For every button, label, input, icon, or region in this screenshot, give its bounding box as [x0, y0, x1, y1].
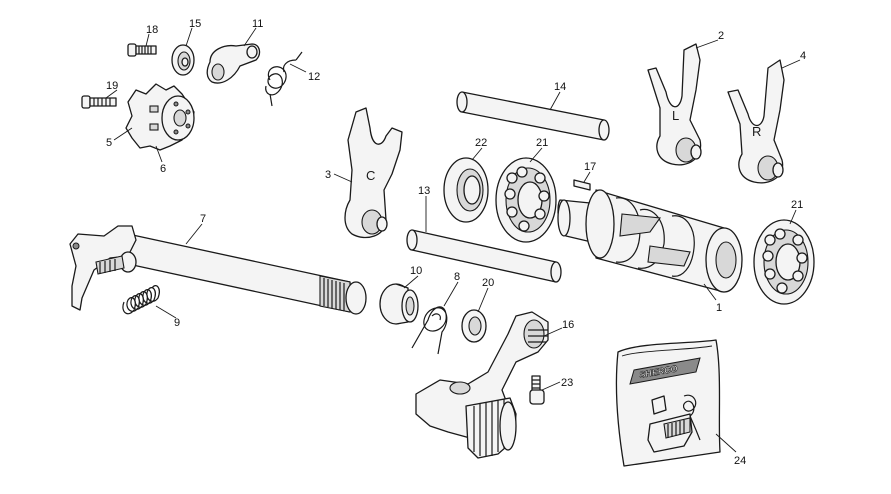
- bushing-15: [171, 44, 195, 76]
- lever-11: [206, 43, 261, 84]
- label-3: 3: [325, 169, 331, 181]
- label-24: 24: [734, 455, 746, 467]
- label-6: 6: [160, 163, 166, 175]
- fork-2-left: L: [647, 43, 702, 166]
- spring-12: [265, 51, 303, 107]
- label-1: 1: [716, 302, 722, 314]
- selector-drum-1: [557, 189, 743, 293]
- label-7: 7: [200, 213, 206, 225]
- bolt-23: [529, 375, 545, 405]
- shaft-14: [456, 91, 610, 141]
- washer-20: [461, 309, 487, 343]
- label-11: 11: [252, 18, 263, 30]
- label-21-right: 21: [791, 199, 803, 211]
- selector-star-5-6: [125, 83, 195, 151]
- bushing-10: [379, 283, 419, 325]
- callout-labels: 18 15 11 12 19 5 6 14 2 4 3 22 21 17 21 …: [106, 18, 806, 467]
- fork-3-center: C: [344, 107, 403, 239]
- bolt-19: [81, 95, 117, 109]
- label-4: 4: [800, 50, 806, 62]
- spring-8: [411, 306, 448, 355]
- pin-17: [573, 179, 591, 191]
- label-19: 19: [106, 80, 118, 92]
- label-17: 17: [584, 161, 596, 173]
- label-20: 20: [482, 277, 494, 289]
- label-5: 5: [106, 137, 112, 149]
- shift-shaft-7: [69, 225, 367, 315]
- label-8: 8: [454, 271, 460, 283]
- label-18: 18: [146, 24, 158, 36]
- label-22: 22: [475, 137, 487, 149]
- label-21-center: 21: [536, 137, 548, 149]
- bearing-21-right: [753, 219, 815, 305]
- label-10: 10: [410, 265, 422, 277]
- leader-lines: [105, 27, 801, 453]
- fork-mark-left: L: [672, 108, 679, 123]
- fork-mark-right: R: [752, 124, 761, 139]
- label-15: 15: [189, 18, 201, 30]
- label-14: 14: [554, 81, 566, 93]
- bearing-21-center: [495, 157, 557, 243]
- bolt-18: [127, 43, 157, 57]
- shaft-13: [406, 229, 562, 283]
- spring-9: [122, 285, 160, 315]
- label-9: 9: [174, 317, 180, 329]
- label-23: 23: [561, 377, 573, 389]
- label-13: 13: [418, 185, 430, 197]
- parts-bag-24: SHERCO: [615, 339, 721, 467]
- fork-4-right: R: [727, 59, 785, 184]
- label-16: 16: [562, 319, 574, 331]
- shift-arm-16: [415, 311, 549, 459]
- label-2: 2: [718, 30, 724, 42]
- fork-mark-center: C: [366, 168, 375, 183]
- label-12: 12: [308, 71, 320, 83]
- seal-22: [443, 157, 489, 223]
